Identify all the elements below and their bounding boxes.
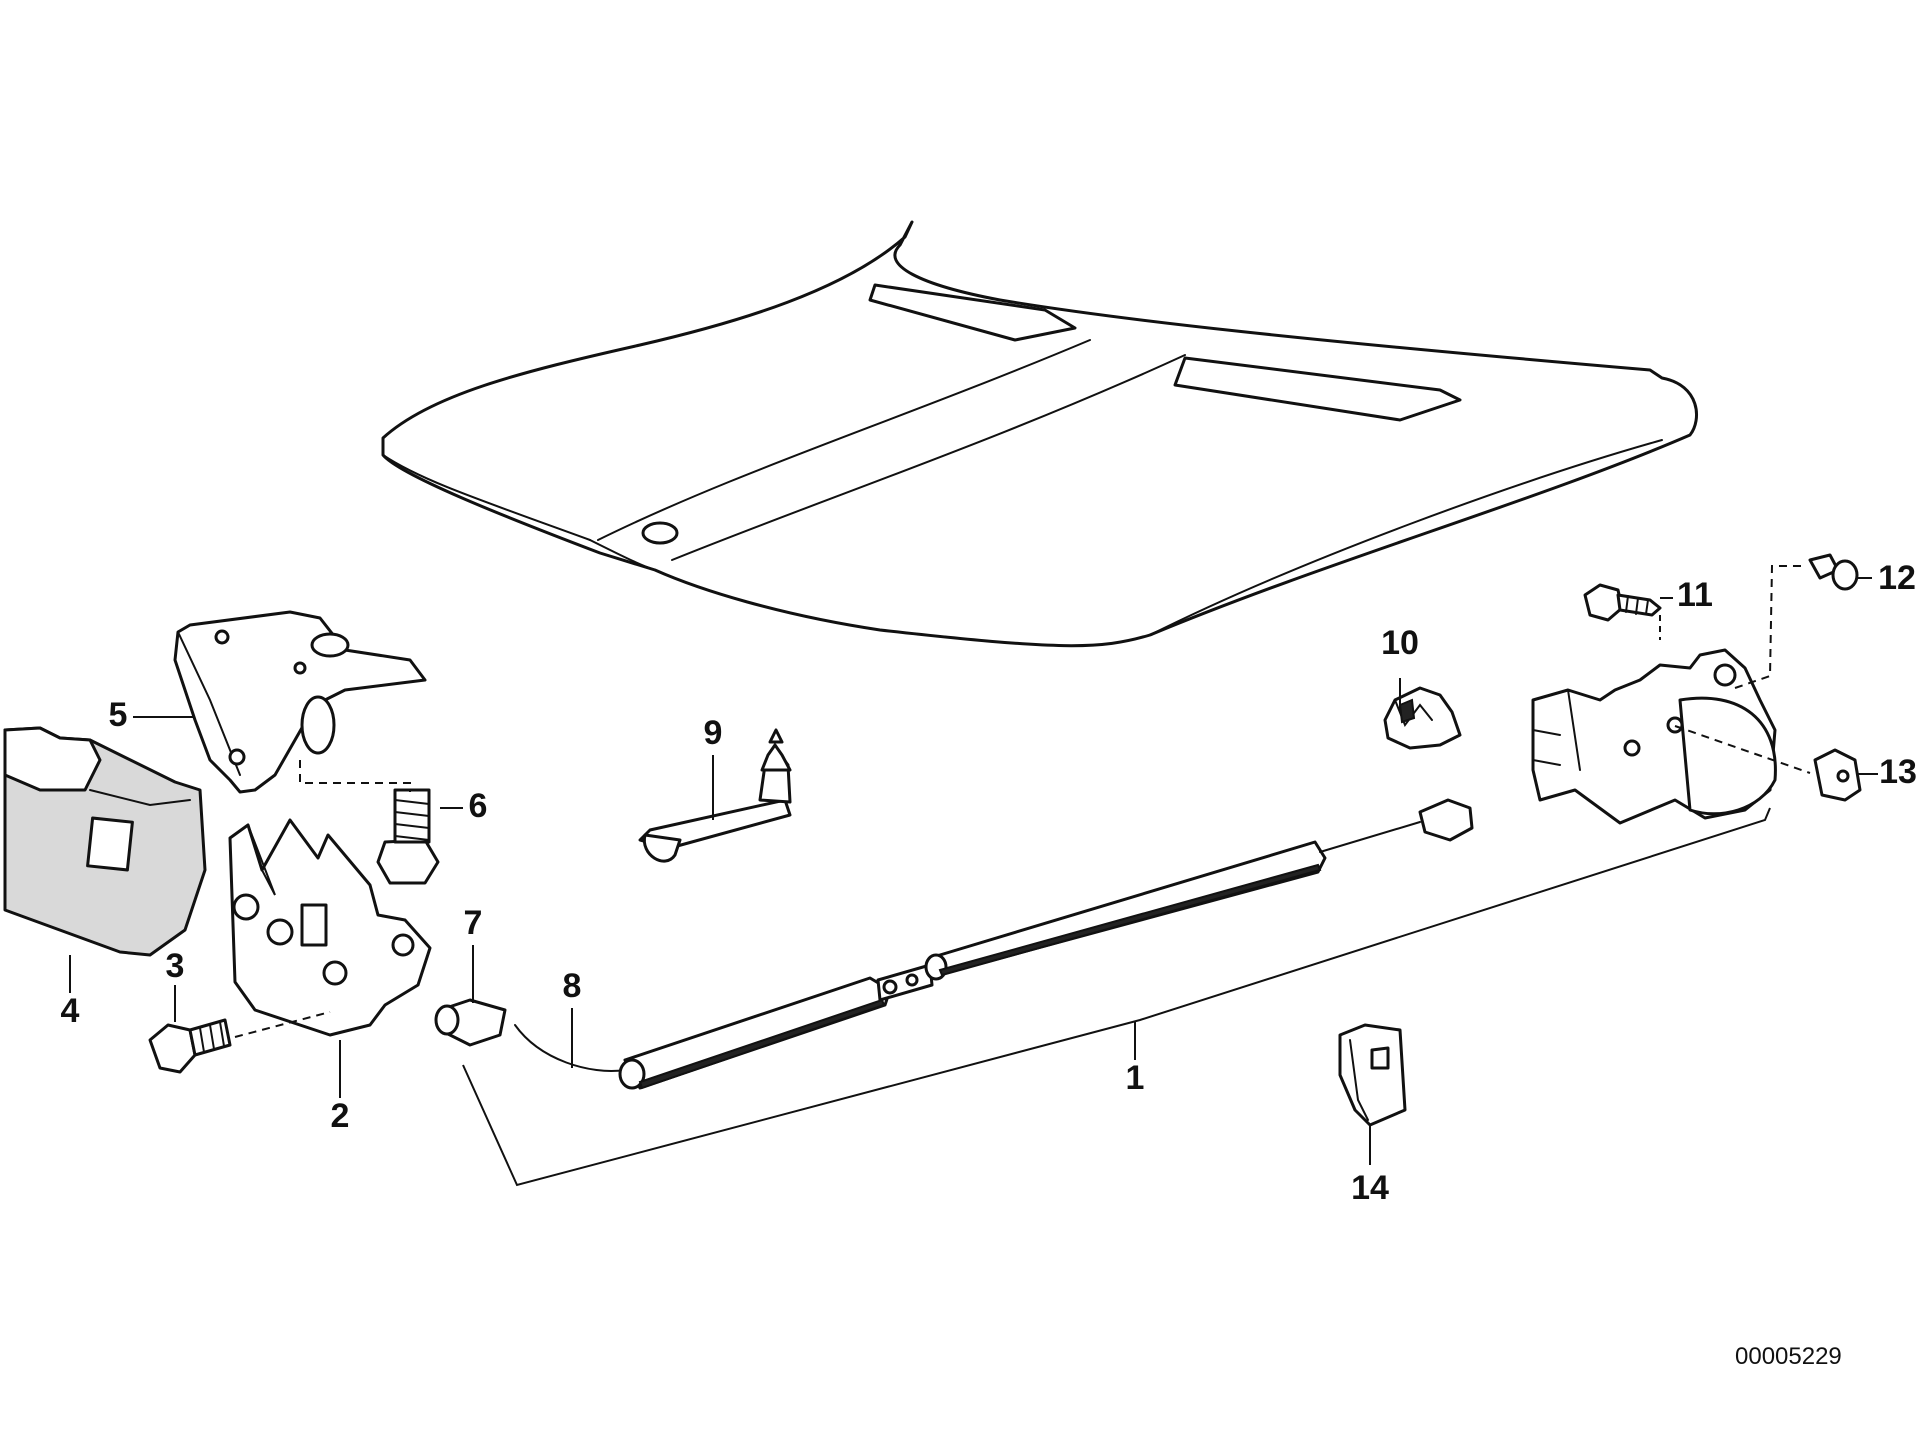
callout-7: 7	[464, 904, 483, 942]
callout-labels: 1 2 3 4 5 6 7 8 9 10 11 12 13 14	[61, 559, 1917, 1207]
cable-sleeve	[434, 998, 507, 1047]
clip-nut	[1813, 748, 1862, 802]
bolt-6	[376, 788, 440, 885]
clip	[1383, 686, 1462, 750]
latch-cover	[3, 726, 207, 957]
callout-9: 9	[704, 714, 723, 752]
hood-panel	[381, 220, 1698, 648]
release-cable	[514, 798, 1474, 1090]
cable-clip	[1338, 1023, 1407, 1127]
callout-12: 12	[1878, 559, 1916, 597]
callout-1: 1	[1126, 1059, 1145, 1097]
bolt	[148, 1018, 232, 1074]
lever	[638, 728, 792, 863]
callout-2: 2	[331, 1097, 350, 1135]
pin	[1808, 553, 1859, 591]
callout-11: 11	[1677, 576, 1713, 614]
hood-bracket	[173, 610, 427, 794]
callout-3: 3	[166, 947, 185, 985]
screw	[1583, 583, 1662, 622]
callout-8: 8	[563, 967, 582, 1005]
diagram-reference-number: 00005229	[1735, 1343, 1842, 1370]
latch-plate	[228, 818, 432, 1037]
callout-4: 4	[61, 992, 80, 1030]
callout-5: 5	[109, 696, 128, 734]
cable-bracket	[1531, 648, 1777, 825]
callout-6: 6	[469, 787, 488, 825]
callout-13: 13	[1879, 753, 1917, 791]
callout-14: 14	[1351, 1169, 1389, 1207]
callout-10: 10	[1381, 624, 1419, 662]
